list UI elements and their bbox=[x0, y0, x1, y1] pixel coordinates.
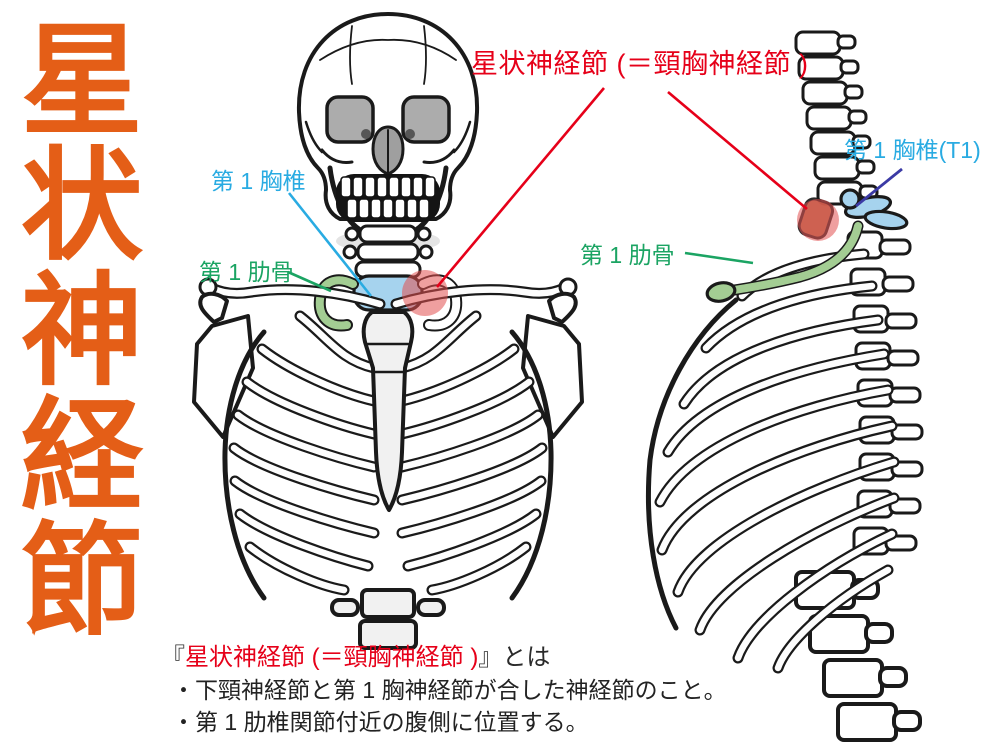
leader-green-side-rib1 bbox=[684, 251, 754, 265]
page-title: 星状神経節 bbox=[3, 16, 140, 641]
first-rib-side-highlight bbox=[705, 220, 864, 303]
side-skeleton-figure bbox=[646, 30, 924, 742]
cervical-spine-side bbox=[794, 30, 879, 206]
definition-block: 『星状神経節 (＝頸胸神経節 )』とは ・下頸神経節と第 1 胸神経節が合した神… bbox=[161, 641, 727, 738]
first-rib-front-left-highlight bbox=[313, 274, 359, 332]
clavicles bbox=[198, 277, 578, 310]
leader-indigo-side-t1 bbox=[855, 167, 903, 208]
ribs-side bbox=[654, 248, 900, 674]
front-skeleton-figure bbox=[192, 12, 584, 650]
label-side-first-rib: 第 1 肋骨 bbox=[580, 242, 675, 268]
label-front-first-rib: 第 1 肋骨 bbox=[199, 259, 294, 285]
t1-vertebra-side-highlight bbox=[839, 188, 909, 231]
lumbar-spine-side bbox=[794, 570, 922, 742]
eye-socket-right bbox=[401, 95, 451, 144]
eye-socket-left bbox=[325, 95, 375, 144]
definition-bullet-2: ・第 1 肋椎関節付近の腹側に位置する。 bbox=[172, 709, 589, 735]
ribcage-outline-side bbox=[646, 297, 739, 631]
ribs-front-right bbox=[396, 310, 548, 596]
leader-red-front bbox=[436, 87, 605, 288]
stellate-ganglion-highlight-front bbox=[402, 270, 448, 316]
label-stellate-ganglion: 星状神経節 (＝頸胸神経節 ) bbox=[471, 49, 809, 79]
ribcage-outline-right bbox=[509, 329, 554, 601]
skull-front bbox=[296, 12, 480, 248]
definition-bullet-1: ・下頸神経節と第 1 胸神経節が合した神経節のこと。 bbox=[172, 677, 727, 703]
definition-term: 星状神経節 (＝頸胸神経節 ) bbox=[185, 644, 479, 671]
sternum bbox=[361, 310, 415, 512]
ribs-front-left bbox=[228, 310, 380, 596]
definition-heading: 『星状神経節 (＝頸胸神経節 )』とは bbox=[161, 641, 727, 674]
scapulae bbox=[192, 291, 584, 439]
leader-green-front-rib1 bbox=[287, 270, 332, 293]
teeth bbox=[336, 174, 440, 222]
leader-lines bbox=[287, 87, 903, 297]
ribcage-outline-left bbox=[222, 329, 267, 601]
leader-cyan-front-t1 bbox=[287, 192, 373, 297]
lumbar-spine-front bbox=[330, 588, 446, 650]
label-front-t1-vertebra: 第 1 胸椎 bbox=[211, 168, 306, 194]
bracket-open: 『 bbox=[161, 644, 185, 671]
definition-suffix: 』とは bbox=[478, 644, 551, 671]
stellate-ganglion-highlight-side bbox=[797, 199, 839, 241]
leader-red-side bbox=[667, 91, 808, 210]
label-side-t1-vertebra: 第 1 胸椎(T1) bbox=[844, 137, 981, 163]
cervical-spine-front bbox=[342, 224, 434, 279]
